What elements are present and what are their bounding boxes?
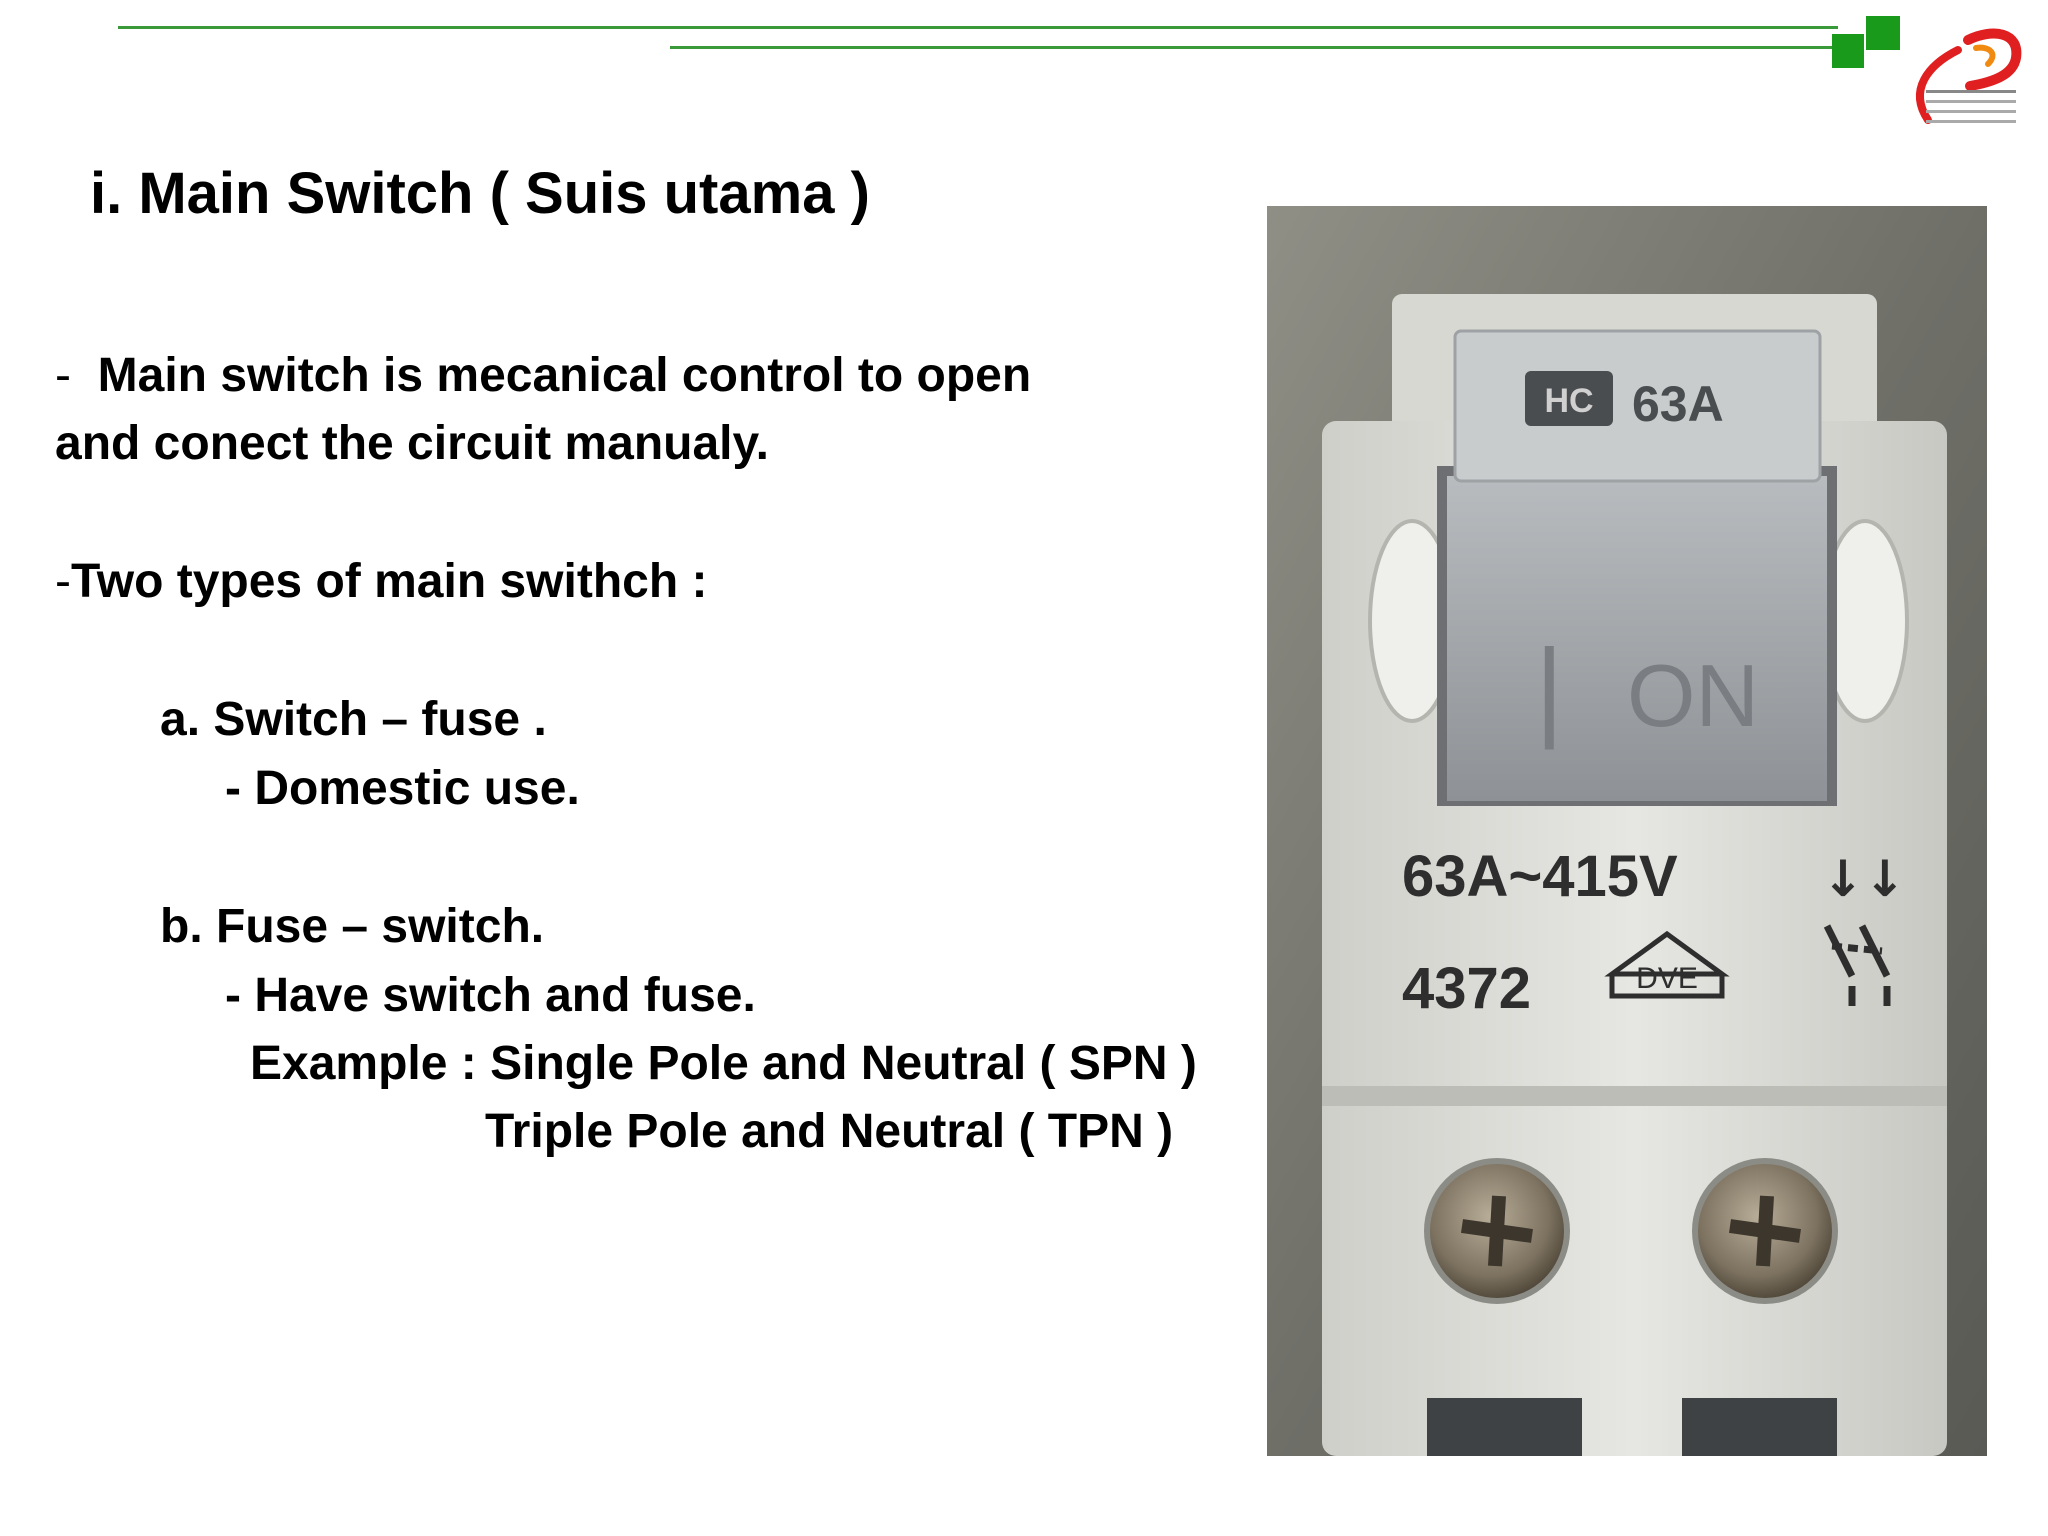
switch-symbol-icon [1823, 924, 1891, 1006]
green-square-large [1832, 34, 1864, 68]
rating-text: 63A~415V [1402, 844, 1678, 909]
wire-slot-left [1427, 1398, 1582, 1456]
pole-marks: ↓↓ [1822, 850, 1906, 908]
bullet-dash: - [55, 555, 71, 608]
type-b-title: b. Fuse – switch. [160, 900, 545, 953]
bullet-2-text: Two types of main swithch : [70, 555, 708, 608]
header-line-bottom [670, 46, 1840, 49]
bullet-1-line-2: and conect the circuit manualy. [55, 417, 769, 470]
toggle-rating-text: 63A [1632, 376, 1724, 432]
toggle-lever [1447, 476, 1827, 801]
green-square-small [1866, 16, 1900, 50]
screw-slot-left [1461, 1195, 1533, 1267]
brand-badge [1525, 371, 1613, 426]
wire-slot-right [1682, 1398, 1837, 1456]
type-b-sub: - Have switch and fuse. [225, 969, 756, 1022]
body-step [1322, 1086, 1947, 1106]
example-line-1: Example : Single Pole and Neutral ( SPN … [250, 1037, 1197, 1090]
cert-mark: DVE [1636, 962, 1698, 995]
screw-slot-right [1729, 1195, 1801, 1267]
main-switch-photo: HC 63A | ON 63A~415V ↓↓ 4372 DVE [1267, 206, 1987, 1456]
brand-mark: HC [1544, 382, 1593, 420]
type-a-sub: - Domestic use. [225, 762, 580, 815]
bullet-dash: - [55, 349, 71, 402]
slide-title: i. Main Switch ( Suis utama ) [90, 161, 870, 226]
header-line-top [118, 26, 1838, 29]
example-line-2: Triple Pole and Neutral ( TPN ) [485, 1105, 1174, 1158]
bullet-2: -Two types of main swithch : [55, 558, 707, 606]
toggle-state-text: ON [1627, 646, 1759, 745]
certification-icon: DVE [1604, 930, 1730, 999]
bullet-1-text: Main switch is mecanical control to open [97, 349, 1032, 402]
code-text: 4372 [1402, 956, 1531, 1021]
toggle-mark: | [1535, 627, 1564, 750]
polytechnic-logo [1915, 28, 2022, 124]
toggle-cap [1453, 329, 1822, 483]
type-a-title: a. Switch – fuse . [160, 693, 547, 746]
bullet-1-line-1: - Main switch is mecanical control to op… [55, 352, 1031, 400]
